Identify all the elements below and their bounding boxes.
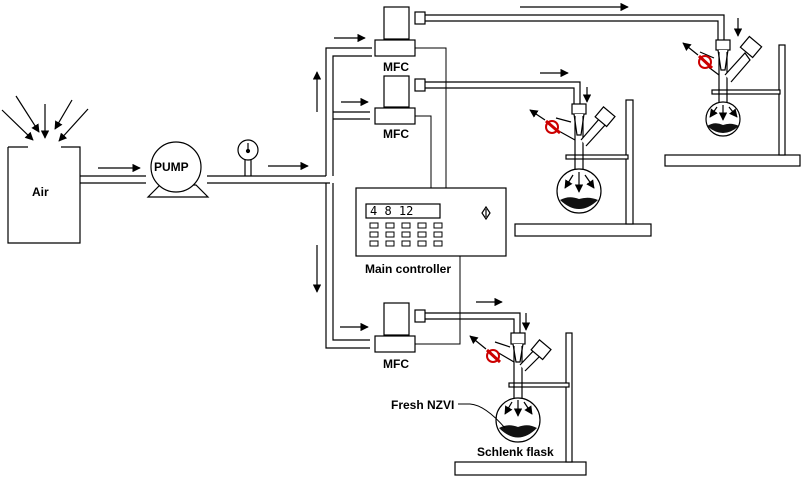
gas-line-bottom <box>425 312 521 333</box>
mfc-bottom-unit <box>374 302 426 353</box>
mfc-top-label: MFC <box>383 60 409 74</box>
pressure-gauge-icon <box>237 139 259 161</box>
flask-2-arrows <box>529 109 595 193</box>
flow-arrows-main <box>98 161 309 173</box>
valve-icon-1 <box>697 54 714 70</box>
sediment-2 <box>560 197 598 209</box>
retort-stand-3 <box>454 332 587 476</box>
flow-arrows-manifold <box>312 33 369 332</box>
mfc-middle-unit <box>374 75 426 125</box>
controller-buttons <box>369 222 443 247</box>
flask-3-arrows <box>469 335 533 417</box>
mfc-middle-label: MFC <box>383 127 409 141</box>
main-pipe <box>80 160 330 184</box>
schlenk-flask-label: Schlenk flask <box>477 445 554 459</box>
sediment-1 <box>707 123 739 133</box>
flow-arrows-lines <box>476 2 743 331</box>
fresh-nzvi-label: Fresh NZVI <box>391 398 454 412</box>
mfc-bottom-label: MFC <box>383 357 409 371</box>
air-label: Air <box>32 185 49 199</box>
controller-unit <box>355 187 507 257</box>
fresh-nzvi-leader <box>458 403 506 429</box>
flask-1-arrows <box>682 42 738 121</box>
pump-label: PUMP <box>154 160 189 174</box>
sediment-3 <box>499 425 537 438</box>
pump-icon <box>146 141 210 198</box>
retort-stand-1 <box>664 44 801 167</box>
control-wires <box>415 47 461 345</box>
gas-line-middle <box>425 81 581 104</box>
controller-display: 4 8 12 <box>370 204 413 218</box>
mfc-top-unit <box>374 6 426 57</box>
air-inflow-arrows <box>1 95 89 142</box>
air-container <box>7 146 81 244</box>
schlenk-flask-1 <box>699 35 763 137</box>
manifold-pipe <box>325 47 372 349</box>
valve-icon-3 <box>485 348 502 364</box>
valve-icon-2 <box>545 119 561 135</box>
gas-line-top <box>425 14 725 40</box>
main-controller-label: Main controller <box>365 262 451 276</box>
retort-stand-2 <box>514 99 652 237</box>
